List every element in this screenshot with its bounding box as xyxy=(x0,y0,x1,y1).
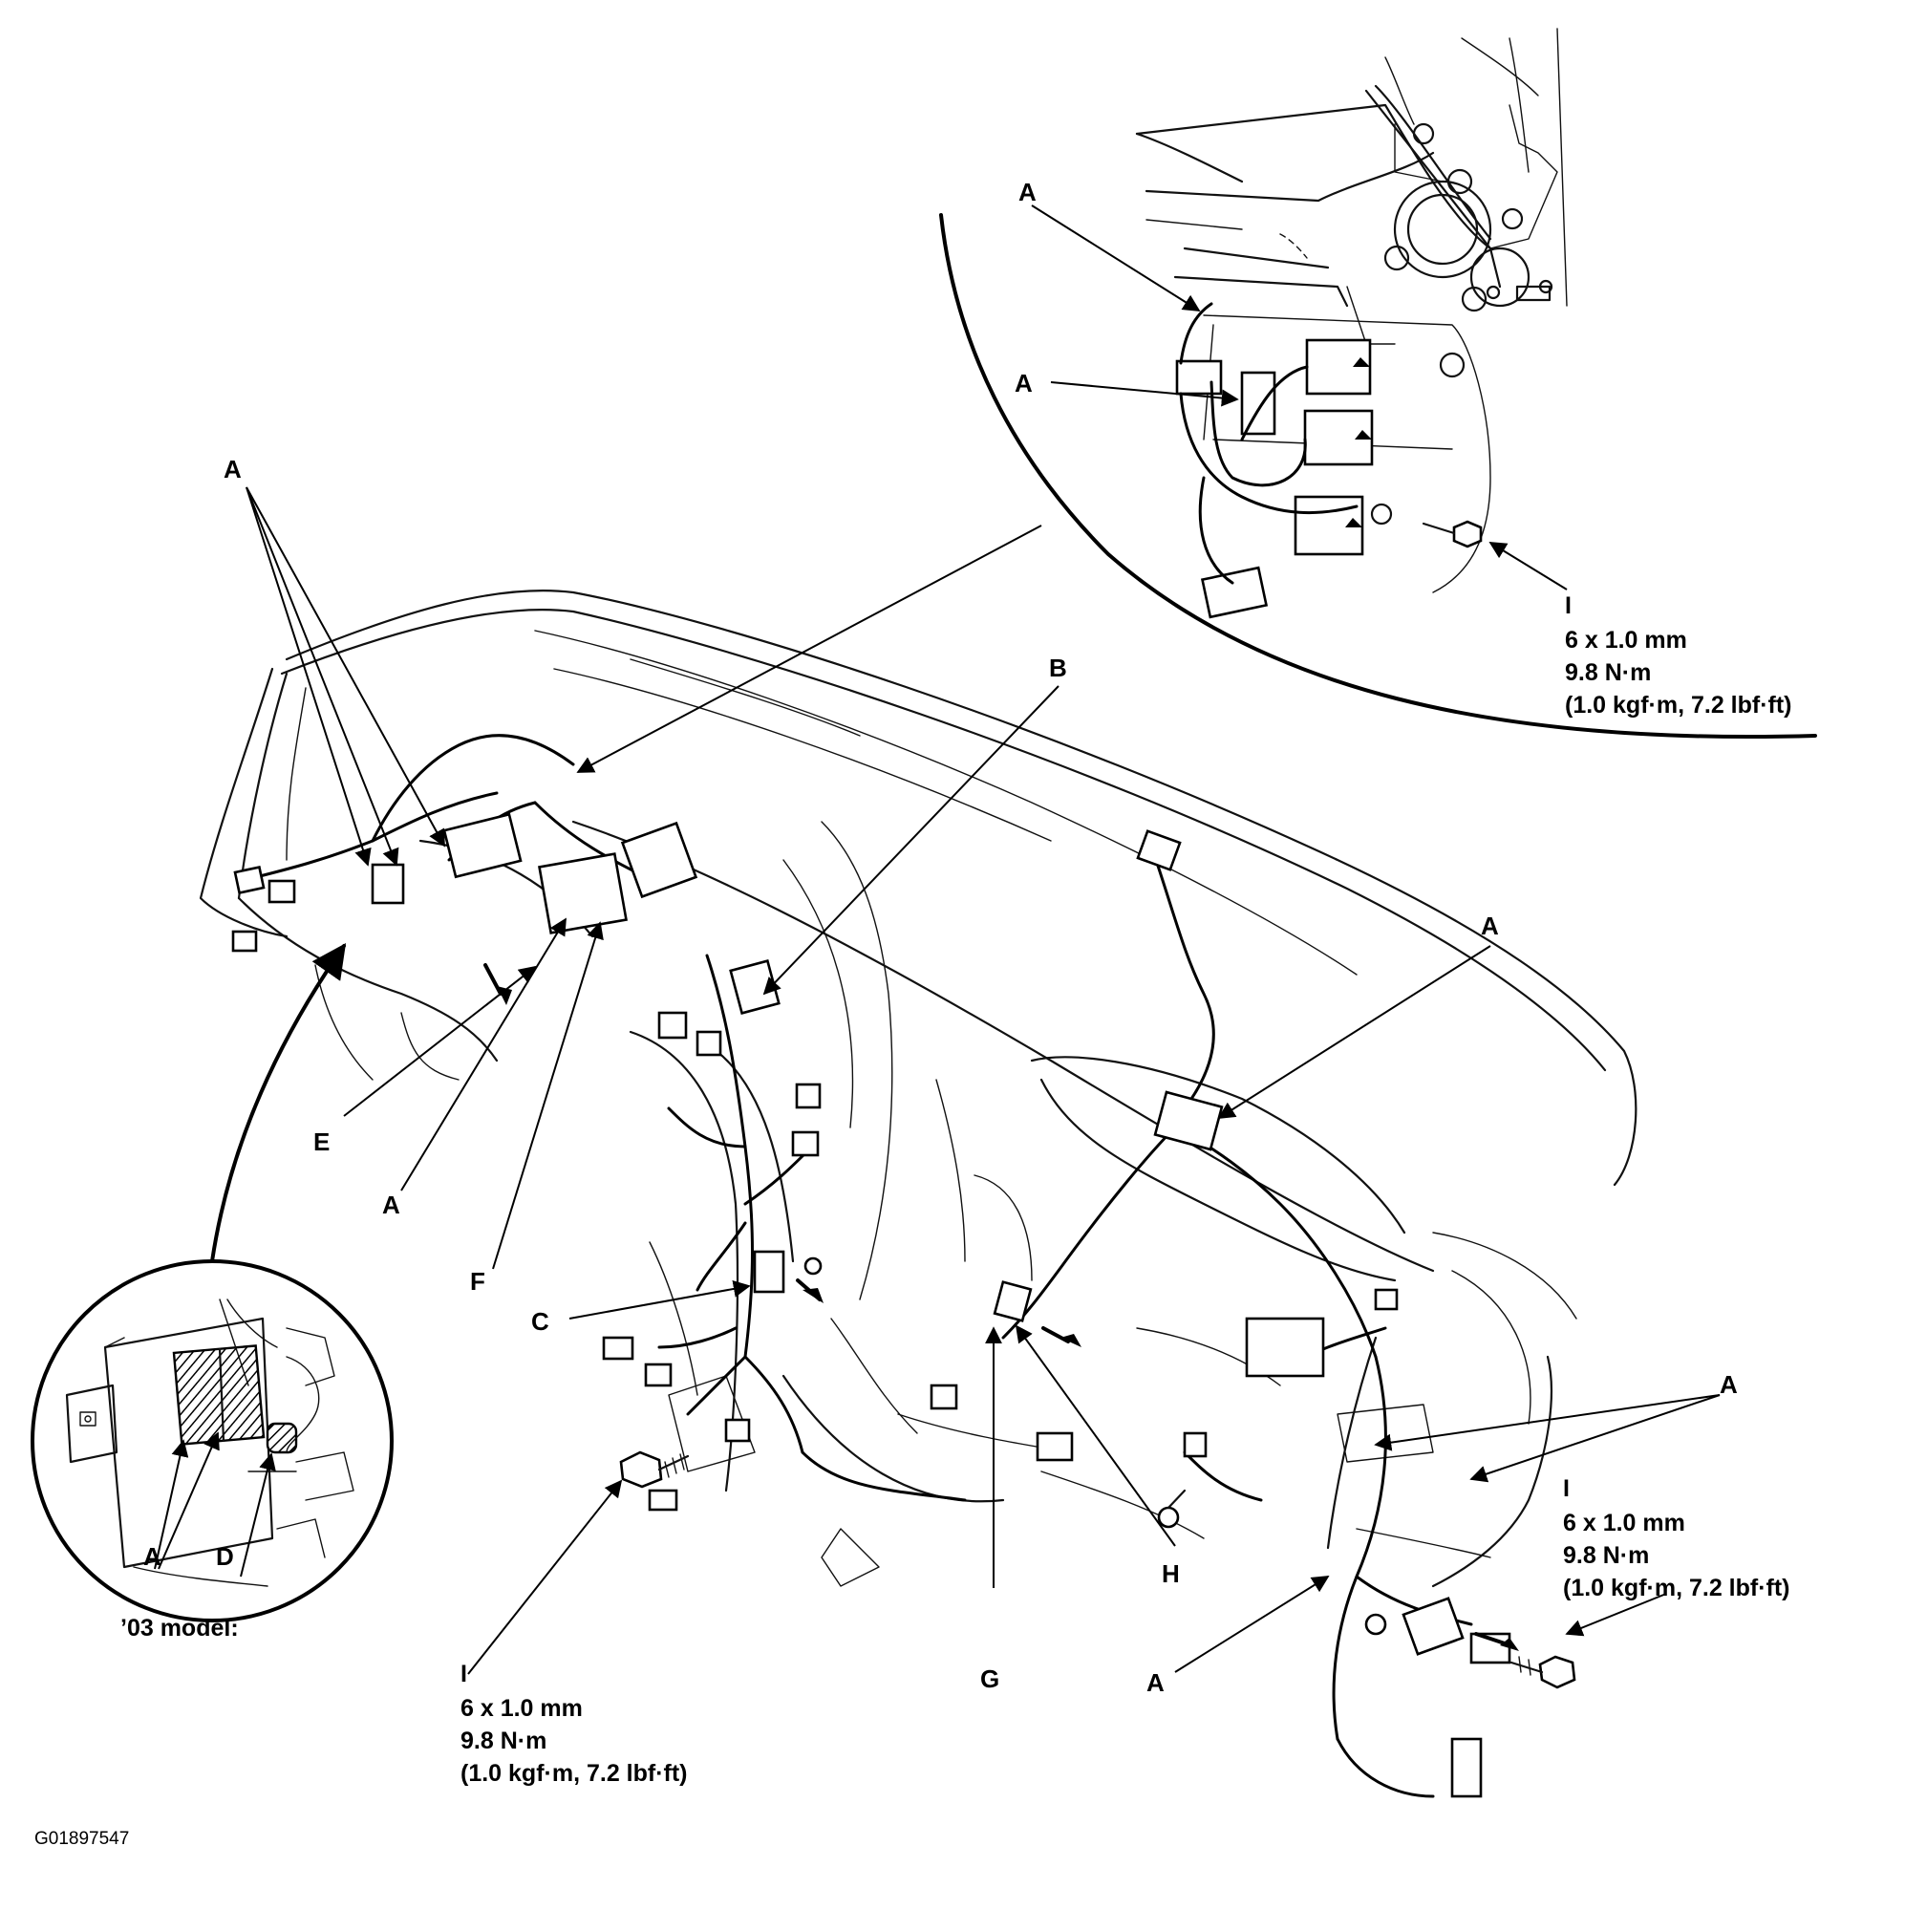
bolt-label-i: I xyxy=(460,1661,467,1687)
model-03-detail-inset xyxy=(31,1259,394,1622)
label-a-bottom-right: A xyxy=(1146,1668,1165,1697)
callout-labels: A A A B A E A F C A H G A A D xyxy=(143,178,1738,1697)
label-a-upper-left: A xyxy=(224,455,242,483)
bolt-size: 6 x 1.0 mm xyxy=(1563,1510,1685,1536)
label-a-right-lower: A xyxy=(1720,1370,1738,1399)
model-03-link-arrow xyxy=(210,943,347,1263)
label-a-inset-top: A xyxy=(1018,178,1037,206)
label-e: E xyxy=(313,1127,330,1156)
label-g: G xyxy=(980,1664,999,1693)
bolt-torque-alt: (1.0 kgf·m, 7.2 lbf·ft) xyxy=(1565,692,1792,719)
bolt-torque-nm: 9.8 N·m xyxy=(1563,1542,1649,1569)
bolt-spec-lower-center: I 6 x 1.0 mm 9.8 N·m (1.0 kgf·m, 7.2 lbf… xyxy=(460,1661,688,1787)
label-c: C xyxy=(531,1307,549,1336)
bolt-icon xyxy=(619,1450,690,1489)
bolt-size: 6 x 1.0 mm xyxy=(1565,627,1687,654)
label-d: D xyxy=(216,1542,234,1571)
bolt-torque-nm: 9.8 N·m xyxy=(460,1728,546,1754)
clip-icon xyxy=(803,1256,1387,1636)
bolt-spec-upper-right: I 6 x 1.0 mm 9.8 N·m (1.0 kgf·m, 7.2 lbf… xyxy=(1565,592,1792,719)
fuse-box-detail-inset xyxy=(939,28,1817,740)
inset-link-arrow xyxy=(576,525,1042,773)
figure-code: G01897547 xyxy=(34,1829,129,1849)
dashboard-outline xyxy=(199,590,1637,1588)
connectors xyxy=(231,812,1511,1798)
release-arrows xyxy=(483,963,1519,1651)
bolt-torque-alt: (1.0 kgf·m, 7.2 lbf·ft) xyxy=(460,1760,688,1787)
bolt-spec-lower-right: I 6 x 1.0 mm 9.8 N·m (1.0 kgf·m, 7.2 lbf… xyxy=(1563,1475,1790,1601)
label-f: F xyxy=(470,1267,485,1296)
bolt-label-i: I xyxy=(1563,1475,1570,1502)
bolt-size: 6 x 1.0 mm xyxy=(460,1695,583,1722)
label-b: B xyxy=(1049,654,1067,682)
label-h: H xyxy=(1162,1559,1180,1588)
bolt-torque-nm: 9.8 N·m xyxy=(1565,659,1651,686)
label-a-inset-03: A xyxy=(143,1542,161,1571)
inset-caption: ’03 model: xyxy=(120,1615,239,1642)
label-a-center-left: A xyxy=(382,1191,400,1219)
bolt-icon xyxy=(1509,1655,1576,1689)
bolt-label-i: I xyxy=(1565,592,1572,619)
label-a-right-upper: A xyxy=(1481,912,1499,940)
label-a-inset-mid: A xyxy=(1015,369,1033,397)
wire-harness xyxy=(246,734,1473,1798)
leader-lines xyxy=(154,204,1721,1675)
bolt-torque-alt: (1.0 kgf·m, 7.2 lbf·ft) xyxy=(1563,1575,1790,1601)
